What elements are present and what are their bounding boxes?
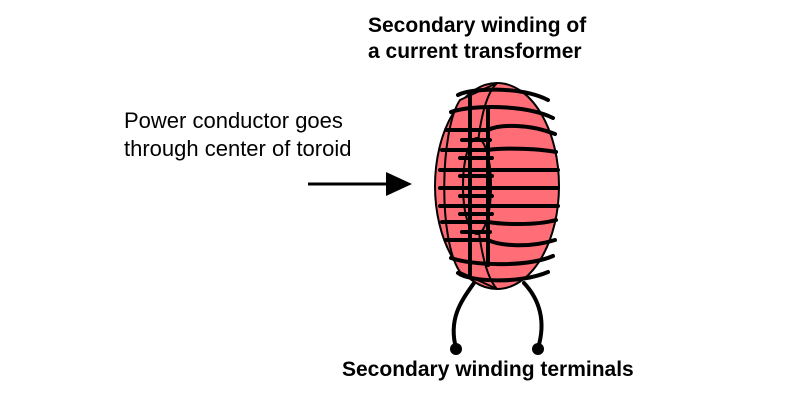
conductor-line1: Power conductor goes	[124, 108, 343, 133]
secondary-winding-line1: Secondary winding of	[368, 14, 587, 37]
conductor-arrow-icon	[308, 172, 412, 196]
left-lead	[451, 281, 476, 350]
conductor-line2: through center of toroid	[124, 136, 352, 161]
conductor-label: Power conductor goes through center of t…	[124, 107, 351, 163]
terminal-leads	[451, 281, 544, 350]
right-lead	[522, 281, 544, 350]
terminals-label: Secondary winding terminals	[342, 358, 634, 381]
secondary-winding-line2: a current transformer	[368, 40, 582, 63]
terminal-dot-icon	[450, 343, 462, 355]
terminal-dot-icon	[532, 343, 544, 355]
secondary-winding-title: Secondary winding of a current transform…	[368, 13, 586, 65]
secondary-winding-turns	[438, 87, 560, 283]
